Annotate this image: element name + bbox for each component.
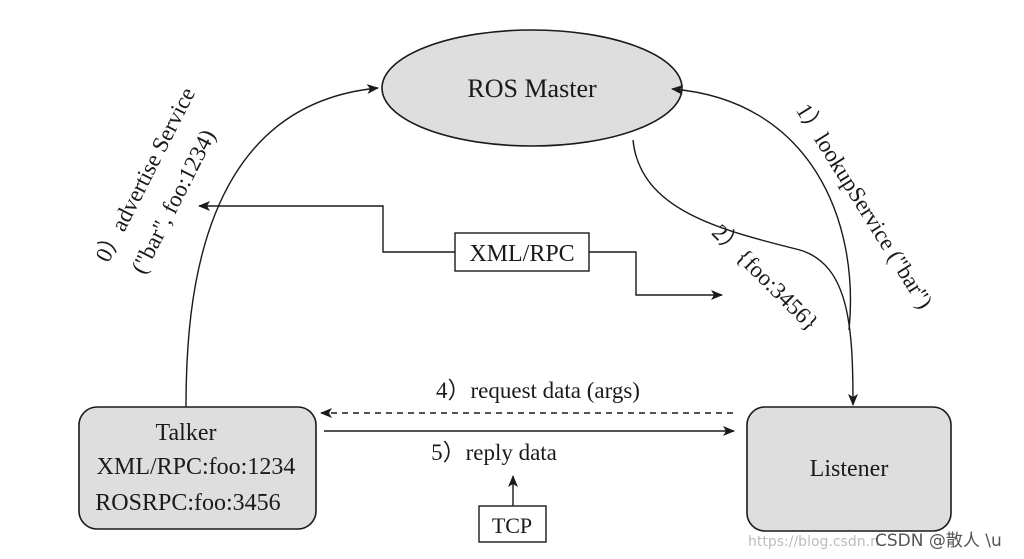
service-response-label: 2）{foo:3456} [707,219,823,335]
xmlrpc-box-label: XML/RPC [469,241,574,267]
request-data-label: 4）request data (args) [436,378,640,403]
talker-title: Talker [156,420,217,446]
xmlrpc-connector-right [589,251,723,300]
xmlrpc-connector-left [198,201,455,253]
watermark-url: https://blog.csdn.n [748,534,879,550]
tcp-box-label: TCP [492,513,532,538]
advertise-service-edge [185,84,379,408]
lookup-service-edge [671,84,852,331]
listener-label: Listener [810,456,889,482]
watermark-brand: CSDN @散人 \u [875,531,1002,551]
tcp-box-frame [478,505,547,543]
lookup-service-label: 1）lookupService ("bar") [791,99,938,313]
service-response-edge [632,139,858,406]
talker-rosrpc-address: ROSRPC:foo:3456 [95,490,280,516]
talker-xmlrpc-address: XML/RPC:foo:1234 [97,454,296,480]
xmlrpc-box: XML/RPC [454,232,590,272]
listener-node: Listener [746,406,952,532]
talker-node: Talker XML/RPC:foo:1234 ROSRPC:foo:3456 [78,406,317,530]
ros-master-node: ROS Master [381,29,683,147]
reply-data-label: 5）reply data [431,440,557,465]
listener-box [746,406,952,532]
tcp-box: TCP [478,505,547,543]
xmlrpc-box-frame [454,232,590,272]
talker-box [78,406,317,530]
ros-master-label: ROS Master [467,74,597,103]
